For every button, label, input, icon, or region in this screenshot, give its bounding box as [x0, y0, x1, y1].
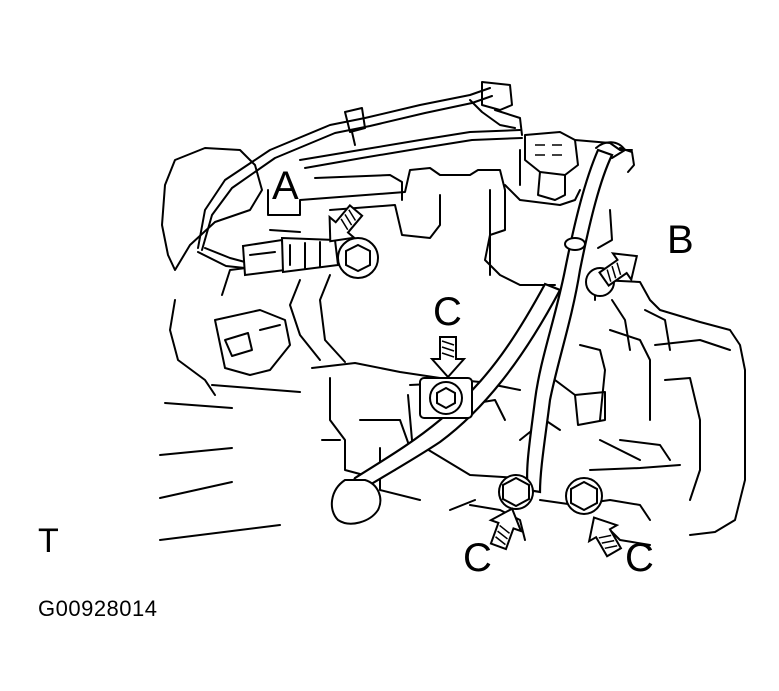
hose-b: [525, 141, 635, 494]
lower-hose: [330, 282, 562, 525]
bolt-c-lower-right: [565, 477, 603, 515]
callout-c-lower-left-label: C: [463, 536, 492, 580]
callout-arrow-icon: [328, 203, 639, 558]
callout-c-lower-right-label: C: [625, 536, 654, 580]
right-housing: [449, 184, 746, 546]
reference-lines: [159, 402, 281, 541]
callout-a-label: A: [272, 164, 299, 208]
callout-c-center-label: C: [433, 290, 462, 334]
figure-id: G00928014: [38, 596, 158, 621]
bolt-a: [337, 237, 379, 279]
wiring-harness: [197, 81, 633, 269]
bolt-c-center: [419, 377, 473, 419]
callout-b-label: B: [667, 218, 694, 262]
connector-a: [241, 236, 340, 277]
bolt-c-lower-left: [498, 474, 534, 510]
callout-t-label: T: [38, 522, 59, 560]
